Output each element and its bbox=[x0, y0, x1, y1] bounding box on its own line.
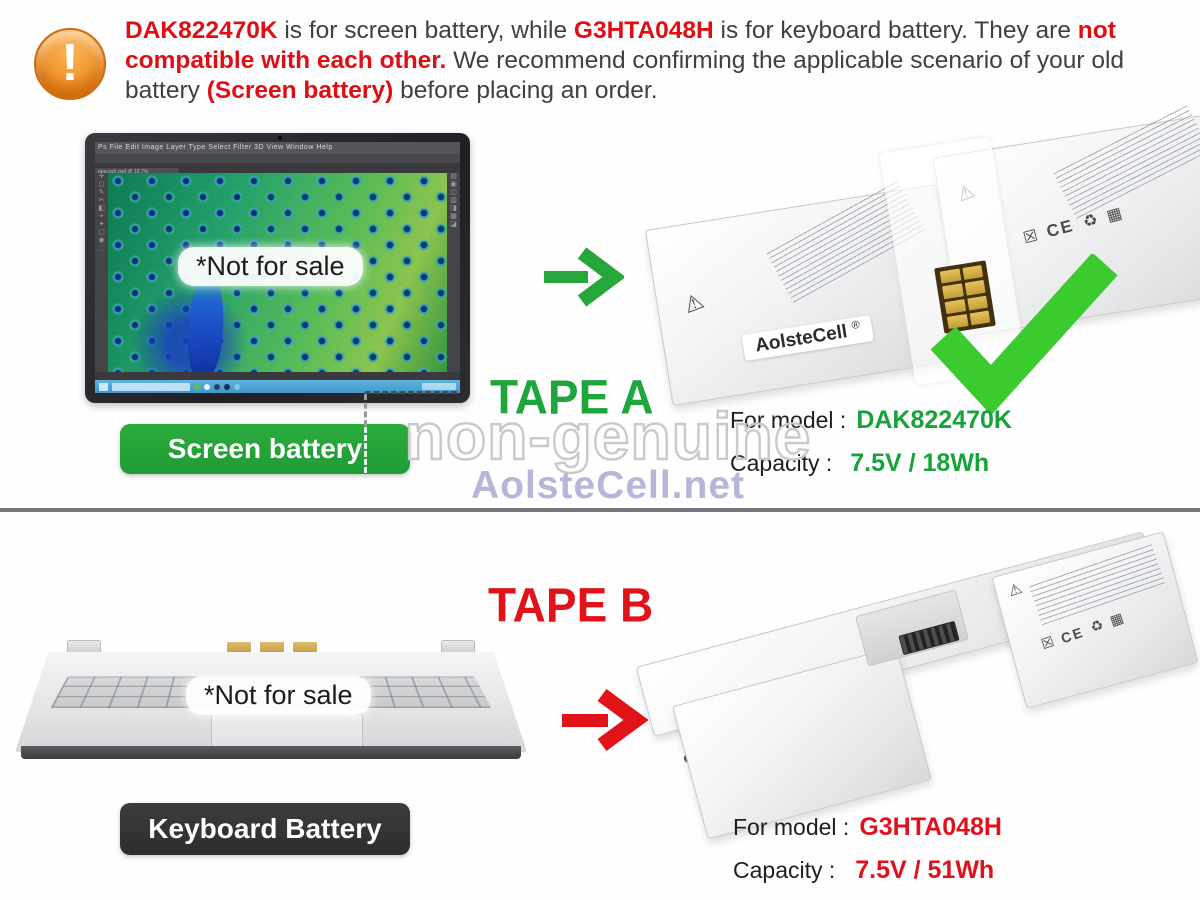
warning-icon: ! bbox=[34, 28, 106, 100]
keyboard-front-edge bbox=[21, 746, 521, 759]
photoshop-panels: ▤▣◫▥◨▦◪ bbox=[447, 173, 460, 372]
screen-battery-button[interactable]: Screen battery bbox=[120, 424, 410, 474]
for-model-label: For model : bbox=[730, 407, 847, 433]
battery-b-label-cell: ⚠ ☒ CE ♻ ▦ bbox=[991, 531, 1199, 709]
capacity-row-a: Capacity : 7.5V / 18Wh bbox=[730, 449, 989, 478]
grid-mark-icon: ▦ bbox=[1107, 609, 1126, 629]
taskbar-app-icon bbox=[224, 383, 230, 390]
dashed-callout-side-lower bbox=[364, 427, 367, 473]
dashed-callout-top bbox=[365, 391, 457, 394]
capacity-label: Capacity : bbox=[733, 857, 836, 883]
warning-triangle-icon: ⚠ bbox=[1006, 579, 1025, 601]
model-value-a: DAK822470K bbox=[856, 406, 1012, 434]
notice-model-a: DAK822470K bbox=[125, 17, 278, 44]
grid-mark-icon: ▦ bbox=[1104, 204, 1124, 226]
notice-seg3: We recommend confirming the applicable s… bbox=[125, 47, 1125, 104]
not-for-sale-tag-screen: *Not for sale bbox=[178, 247, 363, 286]
capacity-row-b: Capacity : 7.5V / 51Wh bbox=[733, 856, 994, 885]
notice-seg4: before placing an order. bbox=[393, 77, 658, 104]
crossed-bin-icon: ☒ bbox=[1021, 227, 1040, 248]
taskbar-app-icon bbox=[194, 383, 200, 390]
taskbar-search bbox=[112, 382, 190, 391]
ce-mark: CE bbox=[1058, 623, 1087, 646]
capacity-value-b: 7.5V / 51Wh bbox=[855, 856, 995, 884]
photoshop-doc-tab: peacock.psd @ 16.7% bbox=[95, 164, 460, 177]
keyboard-battery-image: ⚠ ☒ CE ♻ ▦ bbox=[608, 531, 1200, 840]
keyboard-trackpad bbox=[211, 714, 363, 748]
tape-b-title: TAPE B bbox=[488, 577, 654, 633]
model-value-b: G3HTA048H bbox=[859, 813, 1002, 841]
capacity-label: Capacity : bbox=[730, 450, 833, 476]
photoshop-options-bar bbox=[95, 154, 460, 164]
warning-triangle-icon: ⚠ bbox=[679, 287, 708, 319]
notice-seg1: is for screen battery, while bbox=[277, 17, 574, 44]
recycle-icon: ♻ bbox=[1088, 616, 1106, 636]
taskbar-tray bbox=[422, 383, 456, 390]
taskbar-app-icon bbox=[234, 383, 240, 390]
taskbar-app-icon bbox=[204, 383, 210, 390]
recycle-icon: ♻ bbox=[1081, 211, 1100, 232]
windows-taskbar bbox=[95, 380, 460, 393]
tablet-screen: Ps File Edit Image Layer Type Select Fil… bbox=[95, 142, 460, 393]
photoshop-toolbar: ✛◻✎✂◧⌖✦▢◉⬚ bbox=[95, 173, 108, 372]
photoshop-statusbar bbox=[95, 372, 460, 380]
site-watermark: AolsteCell.net bbox=[470, 464, 746, 507]
green-arrow-icon bbox=[544, 247, 624, 307]
brand-label: AolsteCell ® bbox=[741, 314, 875, 362]
dashed-callout-side-upper bbox=[364, 394, 367, 426]
registered-mark: ® bbox=[850, 318, 861, 332]
battery-fine-print bbox=[1052, 104, 1200, 219]
keyboard-connector-pads bbox=[227, 642, 317, 653]
start-icon bbox=[99, 382, 108, 391]
keyboard-battery-button[interactable]: Keyboard Battery bbox=[120, 803, 410, 855]
battery-fine-print bbox=[1027, 541, 1166, 626]
tablet-camera-dot bbox=[277, 136, 282, 140]
not-for-sale-tag-keyboard: *Not for sale bbox=[186, 676, 371, 715]
section-divider bbox=[0, 508, 1200, 512]
notice-model-b: G3HTA048H bbox=[573, 17, 714, 44]
capacity-value-a: 7.5V / 18Wh bbox=[850, 449, 990, 477]
notice-incompatible: not compatible with each other. bbox=[125, 17, 1116, 74]
ce-mark: CE bbox=[1044, 215, 1077, 242]
screen-battery-image: ⚠ AolsteCell ® ⚠ ☒ CE ♻ ▦ bbox=[644, 104, 1200, 414]
peacock-body bbox=[185, 271, 227, 372]
notice-seg2: is for keyboard battery. They are bbox=[713, 17, 1078, 44]
for-model-label: For model : bbox=[733, 814, 850, 840]
taskbar-app-icon bbox=[214, 383, 220, 390]
checkmark-icon bbox=[930, 254, 1118, 414]
notice-text: DAK822470K is for screen battery, while … bbox=[125, 16, 1165, 106]
photoshop-menubar: Ps File Edit Image Layer Type Select Fil… bbox=[95, 142, 460, 154]
non-genuine-watermark: non-genuine bbox=[403, 398, 812, 474]
warning-exclamation: ! bbox=[61, 34, 79, 92]
red-arrow-icon bbox=[562, 688, 648, 752]
model-row-b: For model : G3HTA048H bbox=[733, 813, 1002, 842]
tape-a-title: TAPE A bbox=[490, 369, 654, 425]
model-row-a: For model : DAK822470K bbox=[730, 406, 1012, 435]
notice-scenario: (Screen battery) bbox=[206, 77, 394, 104]
crossed-bin-icon: ☒ bbox=[1039, 632, 1057, 653]
